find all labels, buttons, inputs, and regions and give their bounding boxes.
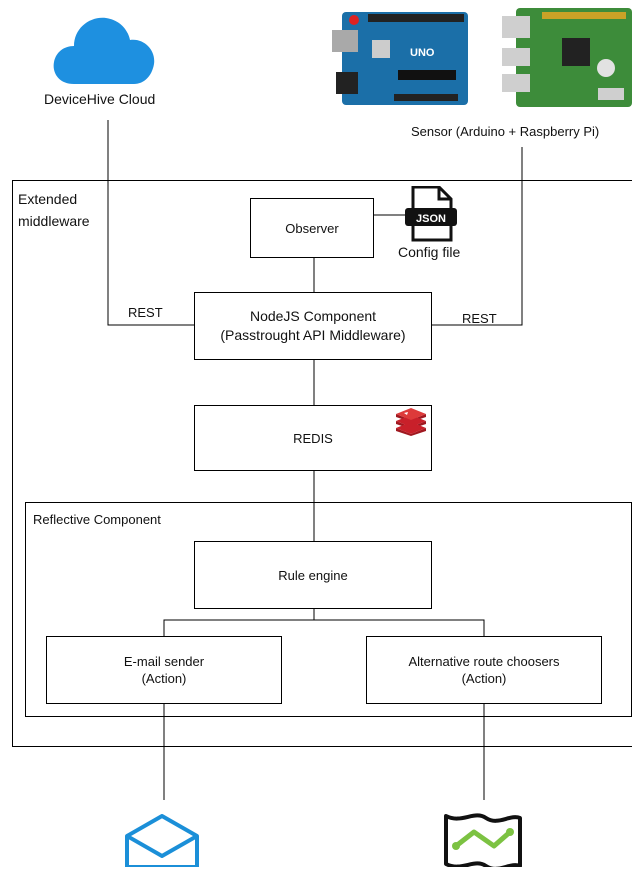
- route-chooser-subtitle: (Action): [461, 671, 507, 686]
- rule-engine-label: Rule engine: [278, 567, 348, 583]
- mail-icon: [121, 814, 203, 869]
- config-file-label: Config file: [398, 244, 461, 260]
- route-chooser-title: Alternative route choosers: [408, 654, 560, 669]
- nodejs-title: NodeJS Component: [249, 308, 377, 324]
- cloud-rest-connector: [107, 120, 194, 326]
- arduino-logo-text: UNO: [410, 47, 435, 59]
- extended-middleware-label: Extended middleware: [18, 191, 90, 229]
- rest-left-label: REST: [128, 305, 163, 320]
- email-sender-subtitle: (Action): [141, 671, 187, 686]
- rule-engine-box: Rule engine: [194, 541, 432, 609]
- sensor-label: Sensor (Arduino + Raspberry Pi): [411, 124, 600, 139]
- sensor-rest-connector: [432, 147, 523, 326]
- extended-middleware-frame: [12, 180, 632, 747]
- route-chooser-box: Alternative route choosers (Action): [366, 636, 602, 704]
- raspberry-pi-board-image: [502, 8, 632, 107]
- json-file-icon: JSON: [405, 185, 457, 242]
- nodejs-subtitle: (Passtrought API Middleware): [220, 327, 406, 343]
- json-icon-text: JSON: [416, 213, 446, 225]
- email-sender-box: E-mail sender (Action): [46, 636, 282, 704]
- cloud-icon: [50, 12, 160, 88]
- reflective-component-label: Reflective Component: [33, 512, 161, 527]
- rest-right-label: REST: [462, 311, 497, 326]
- email-sender-title: E-mail sender: [123, 654, 205, 669]
- observer-box: Observer: [250, 198, 374, 258]
- redis-logo-icon: [394, 406, 428, 436]
- observer-label: Observer: [285, 220, 339, 236]
- map-icon: [440, 810, 526, 871]
- nodejs-component-box: NodeJS Component (Passtrought API Middle…: [194, 292, 432, 360]
- rule-split-connector: [163, 619, 485, 636]
- redis-label: REDIS: [293, 430, 333, 446]
- cloud-label: DeviceHive Cloud: [44, 91, 156, 107]
- redis-box: REDIS: [194, 405, 432, 471]
- arduino-board-image: UNO: [332, 10, 470, 107]
